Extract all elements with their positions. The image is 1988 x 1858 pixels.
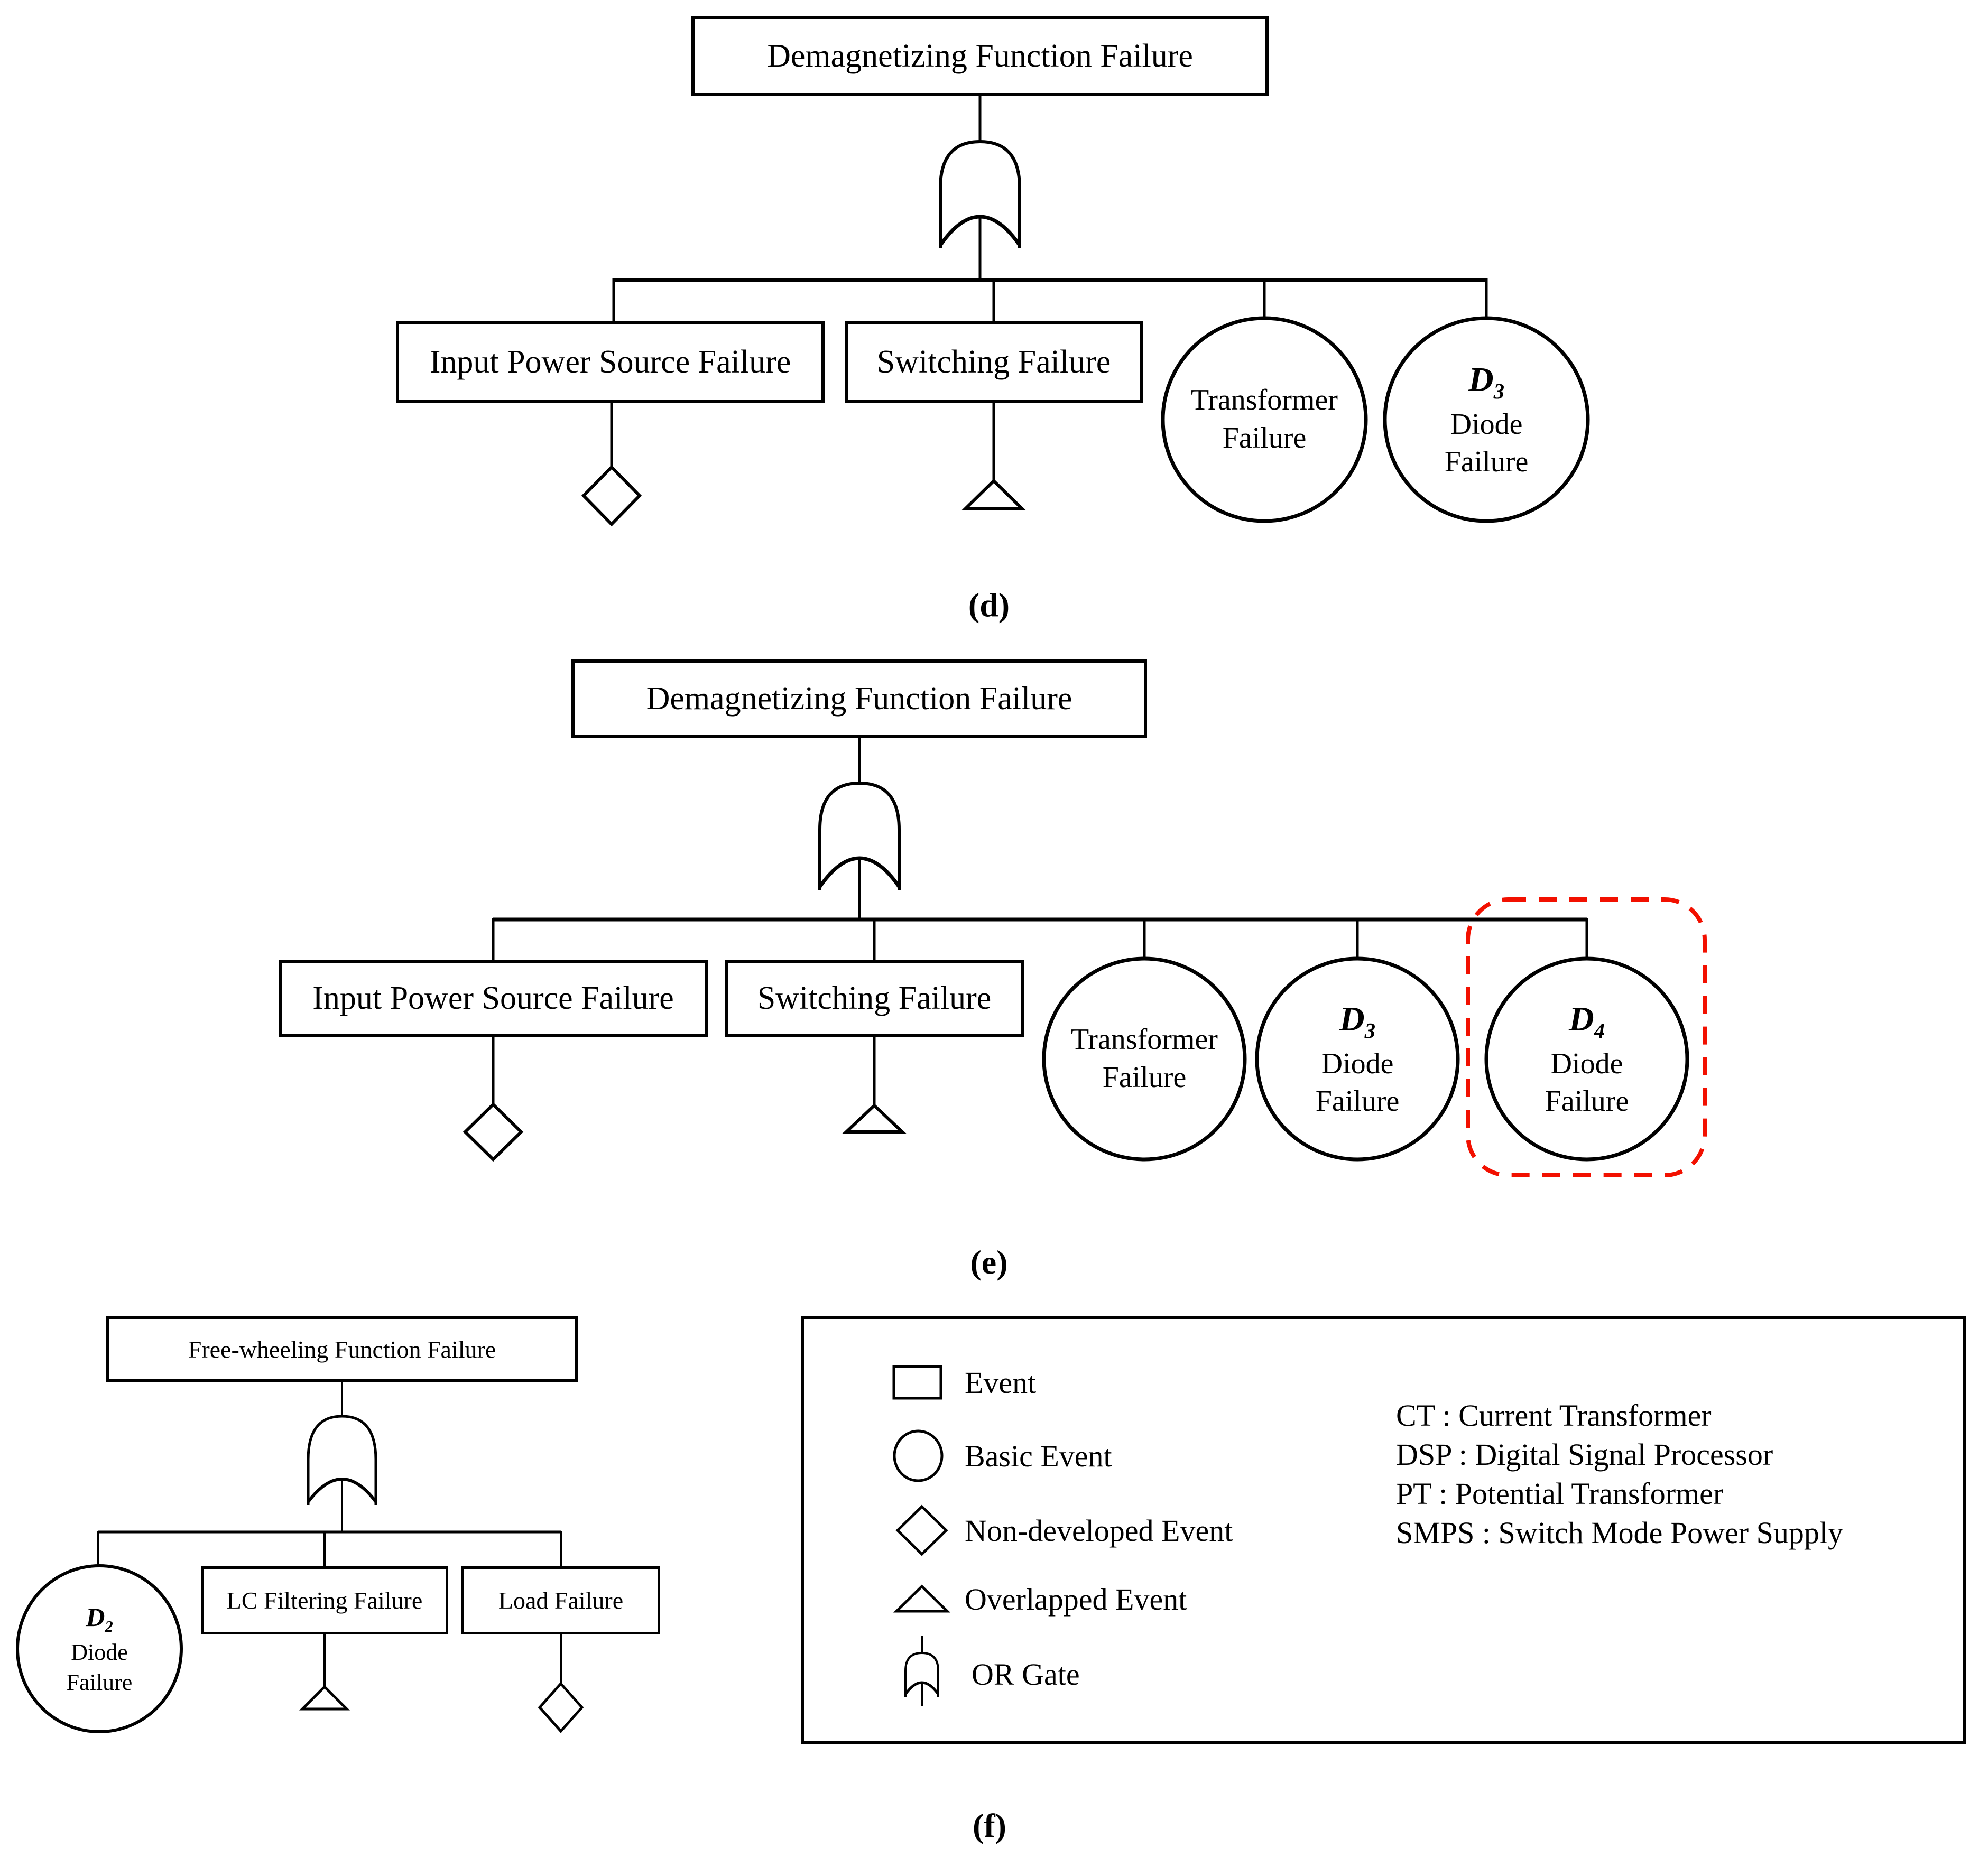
basic-event-label-d4-e: D4 Diode Failure [1487,960,1686,1158]
abbreviation-smps: SMPS : Switch Mode Power Supply [1396,1515,1843,1550]
panel-e-connectors [463,738,1707,1177]
legend-icons [892,1365,951,1706]
label-line: Failure [1102,1061,1187,1094]
diode-symbol: D2 [86,1602,113,1636]
label-line: Failure [66,1669,133,1696]
legend-item-or-gate-label: OR Gate [972,1657,1080,1692]
event-box-demagnetizing-root-e: Demagnetizing Function Failure [571,659,1147,738]
legend-item-basic-event-label: Basic Event [965,1438,1112,1473]
abbreviation-dsp: DSP : Digital Signal Processor [1396,1437,1773,1472]
diode-symbol: D3 [1468,360,1505,404]
event-box-input-power-d: Input Power Source Failure [396,321,825,403]
event-box-freewheeling-root-f: Free-wheeling Function Failure [106,1316,578,1382]
or-gate-icon [939,140,1021,248]
event-box-label: Demagnetizing Function Failure [767,38,1193,74]
event-box-label: Free-wheeling Function Failure [188,1335,496,1363]
event-box-switching-d: Switching Failure [845,321,1143,403]
basic-event-circle-d3-d [1383,316,1590,523]
event-box-label: Load Failure [498,1587,624,1614]
non-developed-event-diamond-icon [463,1102,524,1162]
basic-event-label-transformer-d: Transformer Failure [1164,319,1365,520]
label-line: Transformer [1071,1023,1218,1056]
label-line: Failure [1222,422,1307,454]
label-line: Diode [71,1639,128,1665]
label-line: Diode [1321,1047,1394,1080]
overlapped-event-triangle-icon [299,1685,350,1711]
basic-event-circle-d2-f [16,1564,183,1733]
event-box-switching-e: Switching Failure [725,960,1024,1037]
or-gate-icon [904,1651,939,1697]
panel-f-connectors [16,1382,584,1733]
non-developed-event-diamond-icon [581,464,642,527]
basic-event-circle-d4-e [1484,956,1689,1162]
basic-event-circle-transformer-d [1161,316,1368,523]
event-box-label: Input Power Source Failure [429,343,791,380]
non-developed-event-diamond-icon [895,1504,948,1556]
abbreviation-pt: PT : Potential Transformer [1396,1476,1724,1511]
overlapped-event-triangle-icon [842,1103,907,1134]
non-developed-event-diamond-icon [538,1682,584,1733]
diode-symbol: D4 [1568,1000,1605,1043]
event-box-label: Switching Failure [876,343,1111,380]
basic-event-label-d3-d: D3 Diode Failure [1386,319,1587,520]
basic-event-label-d2-f: D2 Diode Failure [19,1567,180,1730]
basic-event-circle-d3-e [1255,956,1460,1162]
or-gate-icon [818,781,901,890]
event-box-lc-filtering-f: LC Filtering Failure [201,1566,448,1634]
legend-box [801,1316,1966,1744]
panel-caption-e: (e) [970,1243,1008,1281]
label-line: Diode [1550,1047,1623,1080]
abbreviation-ct: CT : Current Transformer [1396,1398,1712,1433]
label-line: Failure [1315,1085,1400,1118]
legend-item-overlapped-event-label: Overlapped Event [965,1582,1187,1617]
event-box-load-f: Load Failure [461,1566,660,1634]
panel-d-connectors [581,96,1590,527]
basic-event-circle-icon [893,1429,944,1482]
label-line: Failure [1545,1085,1629,1118]
basic-event-circle-transformer-e [1042,956,1247,1162]
event-box-demagnetizing-root-d: Demagnetizing Function Failure [691,16,1269,96]
event-box-label: Demagnetizing Function Failure [646,680,1072,717]
basic-event-label-transformer-e: Transformer Failure [1045,960,1244,1158]
or-gate-icon [307,1415,377,1505]
basic-event-label-d3-e: D3 Diode Failure [1258,960,1457,1158]
legend-item-event-label: Event [965,1365,1037,1400]
overlapped-event-triangle-icon [961,478,1026,510]
overlapped-event-triangle-icon [893,1584,951,1613]
panel-caption-f: (f) [973,1807,1006,1844]
diode-symbol: D3 [1339,1000,1376,1043]
label-line: Transformer [1191,384,1338,417]
event-rectangle-icon [892,1365,942,1400]
event-box-label: Input Power Source Failure [312,980,674,1016]
legend-item-non-developed-event-label: Non-developed Event [965,1513,1233,1548]
highlight-dashed-rect-d4 [1466,897,1707,1177]
event-box-label: LC Filtering Failure [226,1587,423,1614]
label-line: Diode [1450,407,1523,441]
event-box-input-power-e: Input Power Source Failure [279,960,708,1037]
panel-caption-d: (d) [968,586,1010,624]
event-box-label: Switching Failure [757,980,992,1016]
label-line: Failure [1444,445,1529,479]
